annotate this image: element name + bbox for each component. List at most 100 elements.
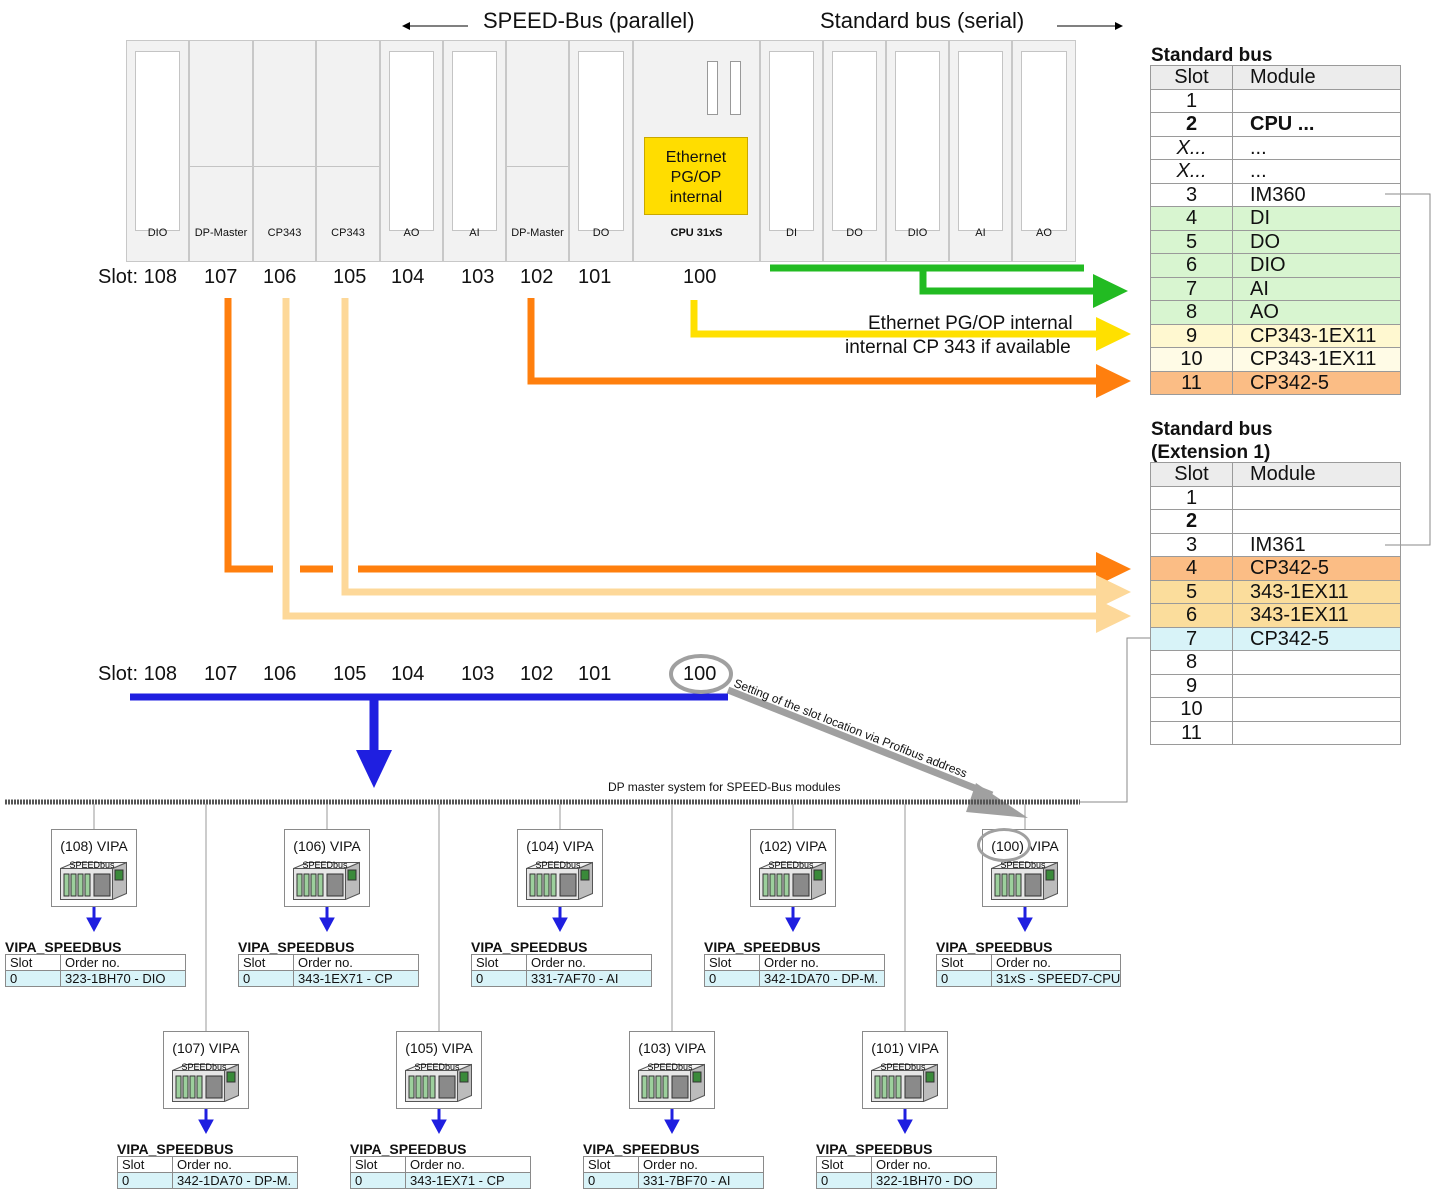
speedbus-module-icon: SPEEDbus bbox=[172, 1062, 239, 1102]
table-row: 10 bbox=[1150, 697, 1401, 722]
table-row: X...... bbox=[1150, 159, 1401, 184]
slot-number: 101 bbox=[578, 663, 612, 685]
slot-prefix-label: Slot: 108 bbox=[98, 663, 177, 685]
rack-module-do: DO bbox=[569, 40, 633, 262]
slot-number-highlighted: 100 bbox=[683, 663, 717, 685]
speedbus-chip-label: SPEEDbus bbox=[1000, 860, 1046, 870]
speed-bus-label: SPEED-Bus (parallel) bbox=[483, 8, 695, 33]
slot-number: 101 bbox=[578, 266, 612, 288]
speedbus-module-icon: SPEEDbus bbox=[293, 860, 360, 900]
col-slot-header: Slot bbox=[1150, 65, 1233, 90]
dp-link-line bbox=[1080, 637, 1150, 803]
table-header-row: Slot Module bbox=[1150, 462, 1401, 487]
rack-module-do: DO bbox=[823, 40, 886, 262]
ethernet-pg-op-box: Ethernet PG/OP internal bbox=[644, 137, 748, 215]
rack-module-di: DI bbox=[760, 40, 823, 262]
dp-master-system-label: DP master system for SPEED-Bus modules bbox=[608, 780, 841, 794]
speedbus-module-icon: SPEEDbus bbox=[638, 1062, 705, 1102]
cpu-label: CPU 31xS bbox=[670, 227, 723, 239]
extension-title: Standard bus (Extension 1) bbox=[1151, 419, 1273, 463]
rack-module-ao: AO bbox=[1012, 40, 1076, 262]
rack-module-ai: AI bbox=[443, 40, 506, 262]
speedbus-chip-label: SPEEDbus bbox=[69, 860, 115, 870]
station-name: VIPA_SPEEDBUS bbox=[583, 1141, 700, 1157]
station-name: VIPA_SPEEDBUS bbox=[816, 1141, 933, 1157]
table-row: 1 bbox=[1150, 485, 1401, 510]
slot-number: 105 bbox=[333, 266, 367, 288]
slot-number: 104 bbox=[391, 266, 425, 288]
highlight-circle bbox=[669, 654, 733, 694]
slot-number: 105 bbox=[333, 663, 367, 685]
station-title: (107) VIPA bbox=[172, 1040, 240, 1056]
light-orange-arrow-105 bbox=[341, 298, 1131, 609]
speedbus-module-icon: SPEEDbus bbox=[759, 860, 826, 900]
rack-module-cp343: CP343 bbox=[253, 40, 316, 262]
slot-number: 104 bbox=[391, 663, 425, 685]
cpu-module: Ethernet PG/OP internal CPU 31xS bbox=[633, 40, 760, 262]
speedbus-module-icon: SPEEDbus bbox=[871, 1062, 938, 1102]
rack-module-dp-master: DP-Master bbox=[506, 40, 569, 262]
green-arrow bbox=[770, 264, 1128, 308]
table-row: X...... bbox=[1150, 135, 1401, 160]
slot-number: 106 bbox=[263, 266, 297, 288]
station-box[interactable]: (107) VIPA SPEEDbus bbox=[163, 1031, 249, 1109]
slot-number: 100 bbox=[683, 266, 717, 288]
rack-module-dio: DIO bbox=[886, 40, 949, 262]
station-title: (104) VIPA bbox=[526, 838, 594, 854]
station-arrows bbox=[86, 906, 1033, 1135]
slot-prefix-label: Slot: 108 bbox=[98, 266, 177, 288]
slot-number: 102 bbox=[520, 266, 554, 288]
ethernet-annotation: Ethernet PG/OP internal bbox=[868, 313, 1073, 334]
rack-module-ao: AO bbox=[380, 40, 443, 262]
rack-module-dp-master: DP-Master bbox=[189, 40, 253, 262]
light-orange-arrow-106 bbox=[282, 298, 1131, 633]
table-row: 2 bbox=[1150, 509, 1401, 534]
orange-arrow-102 bbox=[527, 298, 1131, 398]
slot-number: 107 bbox=[204, 663, 238, 685]
col-module-header: Module bbox=[1232, 462, 1401, 487]
speedbus-module-icon: SPEEDbus bbox=[991, 860, 1058, 900]
blue-slot-bus bbox=[130, 693, 728, 788]
station-name: VIPA_SPEEDBUS bbox=[5, 939, 122, 955]
standard-bus-label: Standard bus (serial) bbox=[820, 8, 1025, 33]
memory-slot-icon bbox=[730, 61, 741, 115]
memory-slot-icon bbox=[707, 61, 718, 115]
table-row: 1 bbox=[1150, 88, 1401, 113]
station-name: VIPA_SPEEDBUS bbox=[350, 1141, 467, 1157]
speedbus-chip-label: SPEEDbus bbox=[768, 860, 814, 870]
